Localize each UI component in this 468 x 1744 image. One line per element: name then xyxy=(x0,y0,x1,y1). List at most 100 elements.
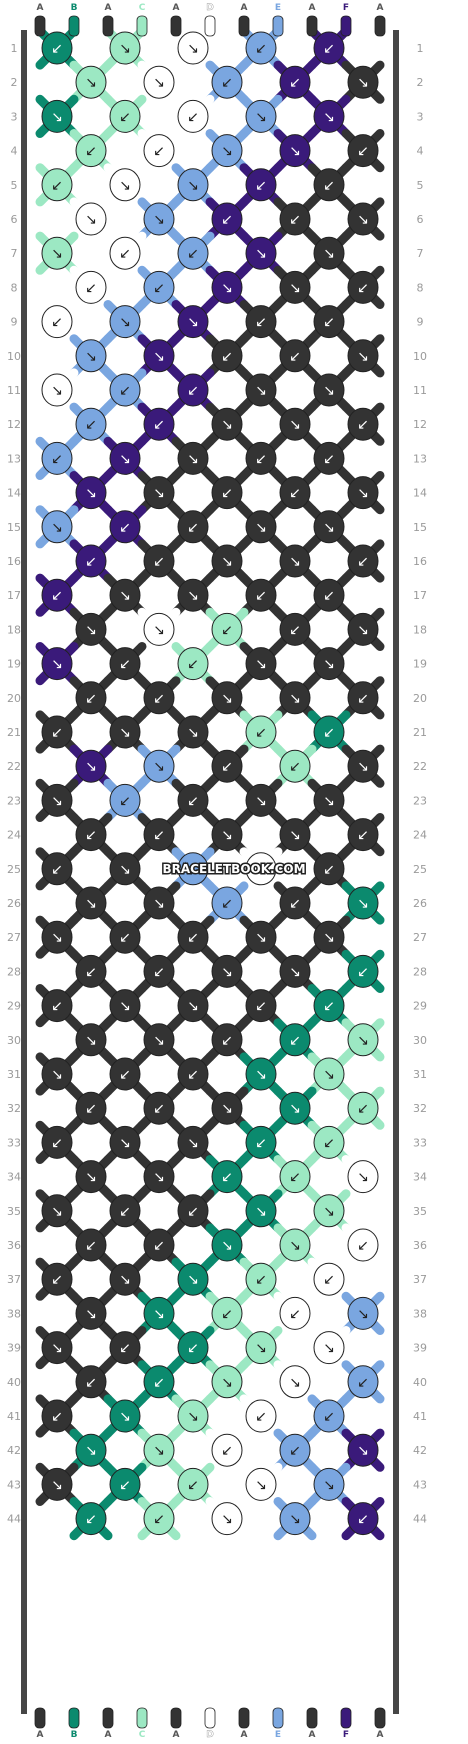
row-number-right: 44 xyxy=(413,1513,427,1526)
knot-arrow-icon: ↘ xyxy=(119,1135,131,1151)
knot xyxy=(177,168,209,202)
knot-arrow-icon: ↙ xyxy=(153,144,165,160)
knot xyxy=(75,886,107,920)
knot-arrow-icon: ↙ xyxy=(255,725,267,741)
row-number-right: 16 xyxy=(413,555,427,568)
row-number-right: 32 xyxy=(413,1102,427,1115)
knot xyxy=(75,544,107,578)
strand-stub xyxy=(204,1707,216,1729)
knot xyxy=(279,339,311,373)
knot xyxy=(41,305,73,339)
row-number-right: 27 xyxy=(413,931,427,944)
strand-stub xyxy=(102,1707,114,1729)
knot xyxy=(313,1057,345,1091)
knot xyxy=(177,920,209,954)
strand-stub xyxy=(340,15,352,37)
knot xyxy=(245,510,277,544)
knot xyxy=(109,647,141,681)
row-number-left: 40 xyxy=(7,1376,21,1389)
knot xyxy=(41,99,73,133)
strand-label-bottom: A xyxy=(377,1730,384,1740)
row-number-left: 28 xyxy=(7,965,21,978)
row-number-left: 6 xyxy=(11,213,18,226)
knot xyxy=(279,407,311,441)
knot-arrow-icon: ↘ xyxy=(187,588,199,604)
knot-arrow-icon: ↘ xyxy=(323,1067,335,1083)
row-number-left: 38 xyxy=(7,1307,21,1320)
row-number-left: 11 xyxy=(7,384,21,397)
knot-arrow-icon: ↙ xyxy=(357,1238,369,1254)
knot-arrow-icon: ↘ xyxy=(51,657,63,673)
strand-label-bottom: A xyxy=(241,1730,248,1740)
knot-arrow-icon: ↙ xyxy=(187,657,199,673)
knot-arrow-icon: ↘ xyxy=(119,315,131,331)
knot-arrow-icon: ↙ xyxy=(187,520,199,536)
knot xyxy=(279,1023,311,1057)
row-number-left: 13 xyxy=(7,452,21,465)
knot-arrow-icon: ↙ xyxy=(323,999,335,1015)
row-number-right: 39 xyxy=(413,1342,427,1355)
knot xyxy=(41,168,73,202)
knot-arrow-icon: ↙ xyxy=(357,828,369,844)
knot xyxy=(177,715,209,749)
knot-arrow-icon: ↘ xyxy=(255,383,267,399)
strand-label-top: B xyxy=(71,3,78,13)
knot-arrow-icon: ↙ xyxy=(323,41,335,57)
knot-arrow-icon: ↙ xyxy=(51,451,63,467)
knot xyxy=(211,681,243,715)
knot xyxy=(279,612,311,646)
row-number-left: 4 xyxy=(11,145,18,158)
knot-arrow-icon: ↙ xyxy=(323,725,335,741)
row-number-left: 39 xyxy=(7,1342,21,1355)
knot-arrow-icon: ↙ xyxy=(51,725,63,741)
knot-arrow-icon: ↙ xyxy=(357,964,369,980)
knot-arrow-icon: ↘ xyxy=(85,1033,97,1049)
knot-arrow-icon: ↙ xyxy=(255,178,267,194)
knot-arrow-icon: ↙ xyxy=(119,1067,131,1083)
knot xyxy=(109,1467,141,1501)
knot xyxy=(41,31,73,65)
knot-arrow-icon: ↘ xyxy=(85,486,97,502)
knot-arrow-icon: ↘ xyxy=(221,1375,233,1391)
knot xyxy=(75,339,107,373)
knot xyxy=(75,954,107,988)
row-number-right: 22 xyxy=(413,760,427,773)
knot xyxy=(211,1433,243,1467)
knot-arrow-icon: ↘ xyxy=(187,1135,199,1151)
row-number-left: 23 xyxy=(7,794,21,807)
knot-arrow-icon: ↘ xyxy=(323,1204,335,1220)
knot xyxy=(211,407,243,441)
knot-arrow-icon: ↘ xyxy=(85,759,97,775)
knot-arrow-icon: ↙ xyxy=(323,1409,335,1425)
knot xyxy=(245,1262,277,1296)
knot xyxy=(211,1502,243,1536)
knot-arrow-icon: ↙ xyxy=(221,1170,233,1186)
knot-arrow-icon: ↘ xyxy=(119,862,131,878)
knot-arrow-icon: ↘ xyxy=(357,75,369,91)
knot-arrow-icon: ↙ xyxy=(221,212,233,228)
strand-label-top: A xyxy=(309,3,316,13)
knot-arrow-icon: ↙ xyxy=(187,1341,199,1357)
knot xyxy=(211,749,243,783)
knot xyxy=(211,1091,243,1125)
row-number-left: 7 xyxy=(11,247,18,260)
knot-arrow-icon: ↙ xyxy=(119,930,131,946)
strand-label-top: D xyxy=(206,3,213,13)
row-number-right: 38 xyxy=(413,1307,427,1320)
knot-arrow-icon: ↙ xyxy=(357,1101,369,1117)
knot-arrow-icon: ↙ xyxy=(187,793,199,809)
strand-label-bottom: E xyxy=(275,1730,281,1740)
knot-arrow-icon: ↘ xyxy=(357,1306,369,1322)
row-number-right: 37 xyxy=(413,1273,427,1286)
knot xyxy=(211,476,243,510)
knot-arrow-icon: ↙ xyxy=(153,280,165,296)
knot-arrow-icon: ↘ xyxy=(51,930,63,946)
row-number-right: 5 xyxy=(417,179,424,192)
knot-arrow-icon: ↘ xyxy=(187,1272,199,1288)
knot-arrow-icon: ↘ xyxy=(255,793,267,809)
knot xyxy=(211,886,243,920)
knot xyxy=(143,65,175,99)
strand-stub xyxy=(306,1707,318,1729)
strand-label-top: C xyxy=(139,3,146,13)
